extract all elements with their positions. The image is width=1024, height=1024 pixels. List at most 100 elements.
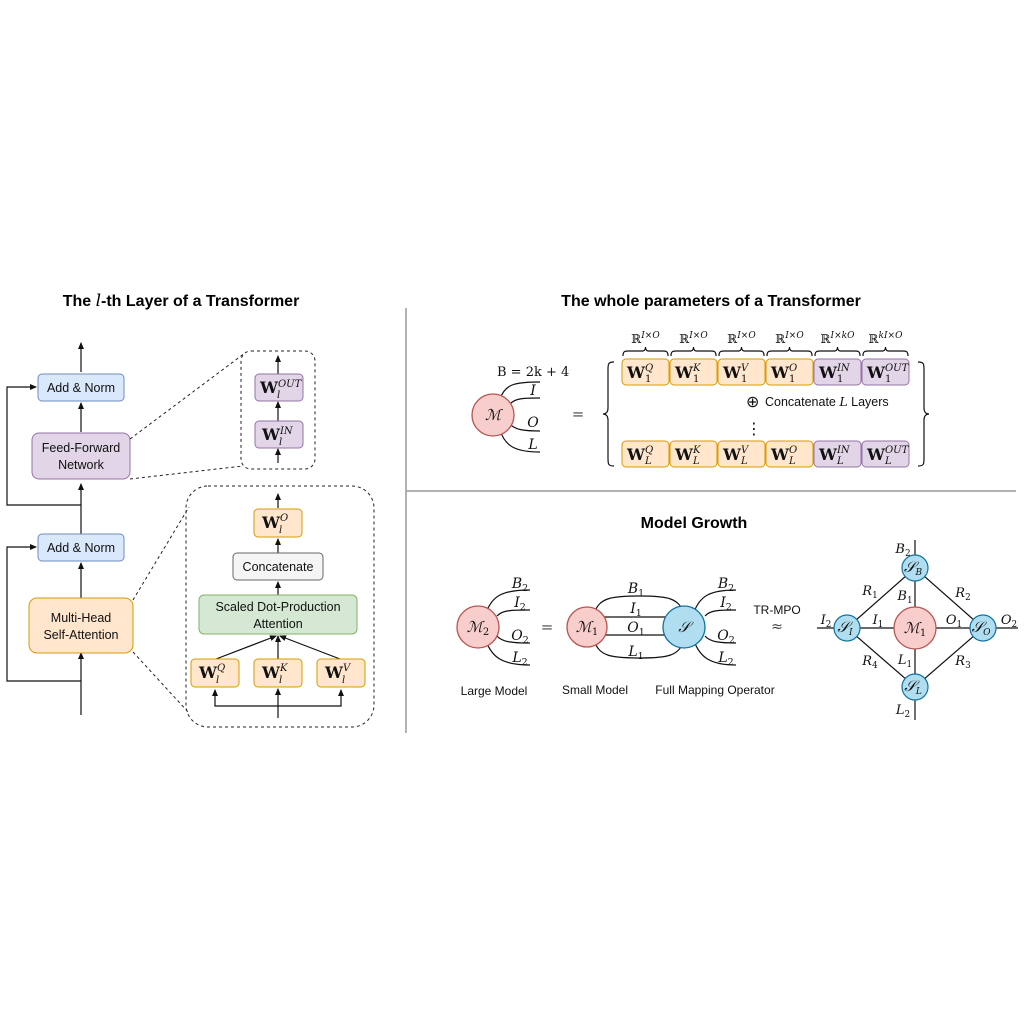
ring-inner-b1: B1 xyxy=(896,589,912,606)
svg-text:WK: WK xyxy=(261,663,288,682)
edge-label-b1: B1 xyxy=(627,581,644,599)
edge-l1 xyxy=(593,640,685,659)
svg-text:l: l xyxy=(279,675,282,686)
ring-outer-l2: L2 xyxy=(895,703,910,720)
param-box-v-1: WV1 xyxy=(717,358,766,386)
param-box-k-l: WKL xyxy=(669,440,718,468)
concatenate-label: Concatenate xyxy=(243,560,314,574)
dimension-brace xyxy=(670,346,717,357)
ffn-label-line2: Network xyxy=(58,458,105,472)
ring-rank-r1: R1 xyxy=(861,584,877,601)
leg-label-o: O xyxy=(527,415,539,431)
input-to-wq-arrow xyxy=(212,689,278,707)
caption-small-model: Small Model xyxy=(562,683,628,697)
s-leg-i xyxy=(704,609,737,617)
small-model-node xyxy=(566,606,608,648)
s-leg-o xyxy=(704,635,737,644)
svg-text:l: l xyxy=(277,390,280,401)
param-sub: 1 xyxy=(837,374,843,385)
attention-zoom-frame xyxy=(185,485,375,728)
ring-outer-b2: B2 xyxy=(894,542,910,559)
param-sub: L xyxy=(644,456,652,467)
ffn-zoom-connector-top xyxy=(129,352,246,440)
equals-sign: = xyxy=(572,405,585,423)
add-norm-top-box: Add & Norm xyxy=(37,373,125,402)
s-leg-b xyxy=(693,589,737,613)
ffn-zoom-frame xyxy=(240,350,316,470)
param-label: WK xyxy=(674,363,701,382)
svg-text:WO: WO xyxy=(261,513,288,532)
wq-to-sdpa-arrow xyxy=(215,635,277,660)
ring-outer-o2: O2 xyxy=(1001,613,1017,630)
edge-label-l1: L1 xyxy=(627,644,643,662)
large-model-leg-l: L2 xyxy=(511,650,527,668)
ring-outer-i2: I2 xyxy=(820,613,832,630)
mapping-leg-o: O2 xyxy=(717,628,735,646)
large-model-label: ℳ2 xyxy=(467,618,489,638)
m2-leg-i xyxy=(496,609,531,617)
attn-zoom-connector-top xyxy=(132,506,190,601)
tr-mpo-label: TR-MPO xyxy=(753,603,800,617)
sdpa-label-line1: Scaled Dot-Production xyxy=(215,600,340,614)
mhsa-label-line1: Multi-Head xyxy=(51,611,111,625)
svg-text:l: l xyxy=(279,437,282,448)
feed-forward-network-box: Feed-Forward Network xyxy=(31,432,131,480)
param-sub: 1 xyxy=(645,374,651,385)
mapping-operator-node xyxy=(662,605,706,649)
add-norm-bottom-label: Add & Norm xyxy=(47,541,115,555)
large-model-leg-i: I2 xyxy=(513,595,526,613)
add-norm-top-label: Add & Norm xyxy=(47,381,115,395)
ring-inner-l1: L1 xyxy=(897,653,912,670)
param-label: WOUT xyxy=(866,445,910,464)
right-top-panel: The whole parameters of a Transformer B … xyxy=(471,293,930,468)
param-sub: L xyxy=(884,456,892,467)
param-sub: 1 xyxy=(693,374,699,385)
m2-leg-o xyxy=(496,635,531,644)
param-box-q-l: WQL xyxy=(621,440,670,468)
ffn-label-line1: Feed-Forward xyxy=(42,441,121,455)
ring-center-m1-node xyxy=(893,606,937,650)
param-label: WV xyxy=(722,445,750,464)
param-label: WQ xyxy=(626,445,653,464)
param-label: WO xyxy=(770,445,797,464)
model-growth-title: Model Growth xyxy=(641,515,748,532)
dimension-label: ℝI×O xyxy=(775,331,804,346)
param-label: WIN xyxy=(818,445,851,464)
attn-zoom-connector-bottom xyxy=(132,651,190,714)
s-b-node xyxy=(901,554,929,582)
w-out-box: WOUT l xyxy=(254,373,304,402)
residual-connection-ffn xyxy=(6,384,81,506)
scaled-dot-product-attention-box: Scaled Dot-Production Attention xyxy=(198,594,358,635)
concatenate-box: Concatenate xyxy=(232,552,324,581)
param-sub: L xyxy=(836,456,844,467)
right-top-title: The whole parameters of a Transformer xyxy=(561,293,861,310)
w-k-box: WK l xyxy=(253,658,303,688)
param-box-o-1: WO1 xyxy=(765,358,814,386)
svg-text:WV: WV xyxy=(324,663,352,682)
add-norm-bottom-box: Add & Norm xyxy=(37,533,125,562)
param-box-k-1: WK1 xyxy=(669,358,718,386)
s-l-node xyxy=(901,673,929,701)
svg-text:WIN: WIN xyxy=(261,425,294,444)
dimension-brace xyxy=(766,346,813,357)
ring-inner-o1: O1 xyxy=(946,613,962,630)
svg-text:l: l xyxy=(216,675,219,686)
large-model-leg-o: O2 xyxy=(511,628,529,646)
edge-label-i1: I1 xyxy=(629,601,642,619)
caption-large-model: Large Model xyxy=(461,684,528,698)
param-sub: 1 xyxy=(789,374,795,385)
right-brace xyxy=(917,361,930,467)
dimension-brace xyxy=(622,346,669,357)
param-sub: 1 xyxy=(741,374,747,385)
dimension-label: ℝI×O xyxy=(631,331,660,346)
param-box-v-l: WVL xyxy=(717,440,766,468)
